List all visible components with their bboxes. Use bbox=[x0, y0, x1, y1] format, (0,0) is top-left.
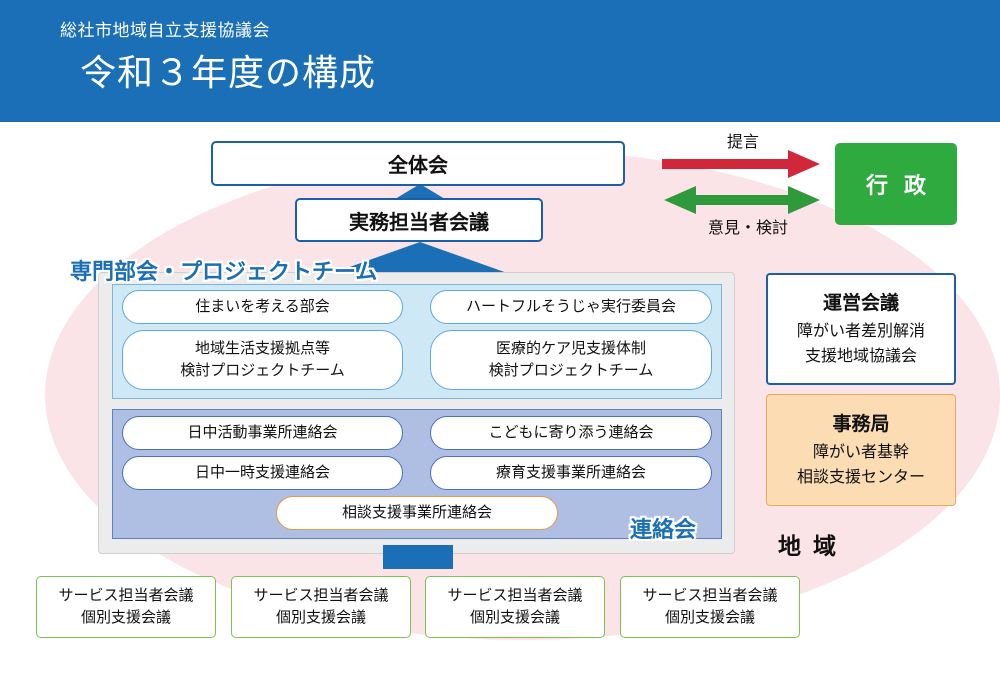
project-team-label: 地域生活支援拠点等 bbox=[194, 339, 330, 358]
government-label: 行政 bbox=[865, 174, 942, 199]
plenary-meeting-box: 全体会 bbox=[211, 141, 625, 186]
service-meeting-box: サービス担当者会議 個別支援会議 bbox=[425, 576, 605, 638]
upward-flow-arrow-bottom bbox=[330, 242, 510, 274]
opinion-arrow bbox=[664, 186, 820, 214]
liaison-item: こどもに寄り添う連絡会 bbox=[430, 416, 712, 450]
liaison-label: こどもに寄り添う連絡会 bbox=[488, 423, 654, 442]
project-team-label: 検討プロジェクトチーム bbox=[180, 361, 345, 379]
liaison-item: 日中一時支援連絡会 bbox=[122, 456, 403, 490]
service-meeting-line: 個別支援会議 bbox=[275, 608, 366, 626]
service-meeting-line: 個別支援会議 bbox=[469, 608, 560, 626]
liaison-label: 日中活動事業所連絡会 bbox=[187, 423, 338, 442]
service-meeting-box: サービス担当者会議 個別支援会議 bbox=[231, 576, 411, 638]
service-meeting-line: サービス担当者会議 bbox=[642, 586, 778, 605]
service-meeting-line: サービス担当者会議 bbox=[253, 586, 389, 605]
service-meeting-line: 個別支援会議 bbox=[664, 608, 755, 626]
steering-council-line: 障がい者差別解消 bbox=[796, 320, 925, 340]
page-title: 令和３年度の構成 bbox=[80, 53, 377, 94]
practitioners-meeting-box: 実務担当者会議 bbox=[295, 198, 543, 242]
steering-council-head: 運営会議 bbox=[822, 292, 899, 315]
project-team-label: 検討プロジェクトチーム bbox=[488, 361, 654, 379]
liaison-item: 療育支援事業所連絡会 bbox=[430, 456, 712, 490]
steering-council-box: 運営会議 障がい者差別解消 支援地域協議会 bbox=[766, 273, 956, 385]
practitioners-meeting-label: 実務担当者会議 bbox=[349, 209, 489, 234]
downward-connector bbox=[383, 545, 453, 569]
plenary-meeting-label: 全体会 bbox=[388, 153, 448, 177]
opinion-label: 意見・検討 bbox=[707, 218, 788, 237]
project-team-item: ハートフルそうじゃ実行委員会 bbox=[430, 290, 712, 324]
liaison-label: 日中一時支援連絡会 bbox=[194, 463, 330, 482]
service-meeting-line: サービス担当者会議 bbox=[447, 586, 583, 605]
proposal-arrow bbox=[662, 150, 820, 178]
secretariat-box: 事務局 障がい者基幹 相談支援センター bbox=[766, 394, 956, 506]
upward-flow-arrow-top bbox=[390, 184, 450, 202]
service-meeting-line: サービス担当者会議 bbox=[58, 586, 194, 605]
project-team-item: 住まいを考える部会 bbox=[122, 290, 403, 324]
project-team-item: 医療的ケア児支援体制 検討プロジェクトチーム bbox=[430, 330, 712, 390]
liaison-label: 相談支援事業所連絡会 bbox=[341, 503, 492, 522]
organization-name: 総社市地域自立支援協議会 bbox=[60, 21, 270, 41]
header-bar: 総社市地域自立支援協議会 令和３年度の構成 bbox=[0, 0, 1000, 122]
liaison-item: 日中活動事業所連絡会 bbox=[122, 416, 403, 450]
proposal-label: 提言 bbox=[726, 132, 759, 151]
region-label: 地域 bbox=[778, 534, 848, 560]
liaison-title: 連絡会 bbox=[630, 518, 697, 543]
service-meeting-box: サービス担当者会議 個別支援会議 bbox=[36, 576, 216, 638]
government-box: 行政 bbox=[835, 143, 957, 225]
secretariat-line: 相談支援センター bbox=[796, 466, 925, 486]
liaison-label: 療育支援事業所連絡会 bbox=[495, 463, 646, 482]
project-teams-title: 専門部会・プロジェクトチーム bbox=[70, 260, 378, 285]
secretariat-line: 障がい者基幹 bbox=[812, 441, 909, 461]
liaison-item: 相談支援事業所連絡会 bbox=[276, 496, 558, 530]
project-team-label: 住まいを考える部会 bbox=[195, 297, 330, 316]
service-meeting-line: 個別支援会議 bbox=[80, 608, 171, 626]
secretariat-head: 事務局 bbox=[832, 413, 890, 436]
service-meeting-box: サービス担当者会議 個別支援会議 bbox=[620, 576, 800, 638]
project-team-label: ハートフルそうじゃ実行委員会 bbox=[465, 297, 676, 316]
project-team-label: 医療的ケア児支援体制 bbox=[495, 339, 646, 358]
project-team-item: 地域生活支援拠点等 検討プロジェクトチーム bbox=[122, 330, 403, 390]
steering-council-line: 支援地域協議会 bbox=[804, 345, 917, 365]
